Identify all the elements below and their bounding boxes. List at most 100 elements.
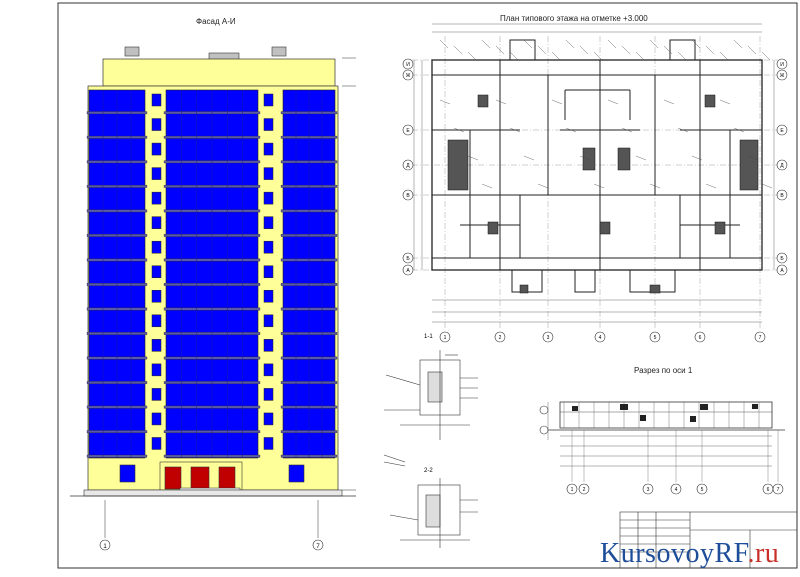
plan-col-axis-label: 4 (599, 335, 602, 341)
plan-outer-wall (431, 59, 763, 271)
plan-leader (691, 39, 701, 49)
stair-window (263, 191, 274, 205)
plan-leader (579, 155, 591, 161)
plan-title: План типового этажа на отметке +3.000 (500, 14, 648, 23)
plan-leader (495, 45, 505, 55)
section-axis-label: 1 (571, 487, 574, 493)
stair-window (151, 388, 162, 401)
plan-leader (579, 45, 589, 55)
axis-circle-icon (642, 483, 654, 495)
hatch-pattern (477, 94, 489, 108)
facade-axis-right-label: 7 (316, 544, 320, 550)
roof-box-left (124, 46, 140, 57)
stair-window (263, 290, 274, 303)
stair-window (151, 339, 162, 352)
plan-row-axis-label: А (780, 268, 784, 274)
plan-leader (663, 99, 675, 105)
section-title: Разрез по оси 1 (634, 366, 693, 375)
hatch-pattern (487, 221, 499, 235)
axis-circle-icon (402, 58, 414, 70)
plan-top-balcony-right (669, 39, 696, 61)
plan-leader (509, 127, 521, 133)
stair-window (151, 142, 162, 156)
section-axis-label: 2 (583, 487, 586, 493)
plan-row-axis-label: Д (780, 163, 784, 169)
plan-hatched-walls (447, 94, 759, 294)
plan-top-balcony-left (509, 39, 536, 61)
plan-leader (453, 127, 465, 133)
plan-row-axis-label: В (780, 193, 784, 199)
plan-leader (719, 99, 731, 105)
axis-circle-icon (649, 331, 661, 343)
watermark: KursovoyRF.ru (600, 538, 779, 570)
stair-window (263, 363, 274, 377)
plan-stair-bay (574, 269, 596, 293)
sheet-frame (57, 2, 798, 569)
detail-1-label: 1-1 (424, 334, 433, 340)
axis-circle-icon (539, 425, 549, 435)
detail-1 (384, 350, 478, 440)
plan-leader (481, 39, 491, 49)
detail-2-label: 2-2 (424, 468, 433, 474)
axis-circle-icon (670, 483, 682, 495)
stair-window (263, 339, 274, 352)
section-hatch (690, 416, 696, 422)
plan-leader (719, 51, 729, 61)
stair-window (151, 363, 162, 377)
plan-row-axis-label: Е (406, 128, 410, 134)
plan-row-axis-label: Е (780, 128, 784, 134)
section-axis-label: 4 (675, 487, 678, 493)
plan-leader (747, 155, 759, 161)
hatch-pattern (649, 284, 661, 294)
hatch-pattern (582, 147, 596, 171)
axis-circle-icon (776, 58, 788, 70)
axis-circle-icon (402, 252, 414, 264)
plan-col-axis-label: 1 (444, 335, 447, 341)
hatch-pattern (739, 139, 759, 191)
plan-row-axis-label: В (406, 193, 410, 199)
roof-box-right (271, 46, 287, 57)
plan-leader (481, 183, 493, 189)
ground-floor (83, 461, 343, 497)
plan-leader (495, 99, 507, 105)
plan-leader (467, 155, 479, 161)
stair-window (151, 118, 162, 131)
axis-circle-icon (754, 331, 766, 343)
plan-leader (649, 39, 659, 49)
stair-window (151, 412, 162, 426)
axis-circle-icon (776, 69, 788, 81)
title-block (619, 511, 798, 569)
facade-elevation: 1 7 (70, 46, 356, 551)
plan-leader (523, 39, 533, 49)
plan-col-axis-label: 6 (699, 335, 702, 341)
plan-row-axis-label: Б (780, 256, 784, 262)
plan-leader (453, 45, 463, 55)
section-hatch (640, 415, 646, 421)
plan-leader (635, 51, 645, 61)
section-axis-label: 5 (701, 487, 704, 493)
axis-circle-icon (99, 539, 111, 551)
stair-window (263, 142, 274, 156)
plan-walls (432, 39, 762, 293)
plan-row-axis-label: И (406, 62, 410, 68)
watermark-suffix: .ru (747, 538, 780, 569)
plan-row-axis-label: И (780, 62, 784, 68)
facade-title: Фасад А-И (196, 17, 236, 26)
axis-circle-icon (776, 124, 788, 136)
section-axis-label: 3 (647, 487, 650, 493)
stair-window (151, 93, 162, 107)
section-hatch (752, 404, 758, 409)
axis-circle-icon (772, 483, 784, 495)
hatch-pattern (617, 147, 631, 171)
stair-window (151, 216, 162, 229)
stair-window (263, 314, 274, 328)
axis-circle-icon (578, 483, 590, 495)
plan-row-axis-label: Ж (406, 73, 411, 79)
plan-leader (747, 45, 757, 55)
stair-window (151, 167, 162, 180)
stair-window (263, 412, 274, 426)
axis-circle-icon (402, 189, 414, 201)
axis-circle-icon (694, 331, 706, 343)
